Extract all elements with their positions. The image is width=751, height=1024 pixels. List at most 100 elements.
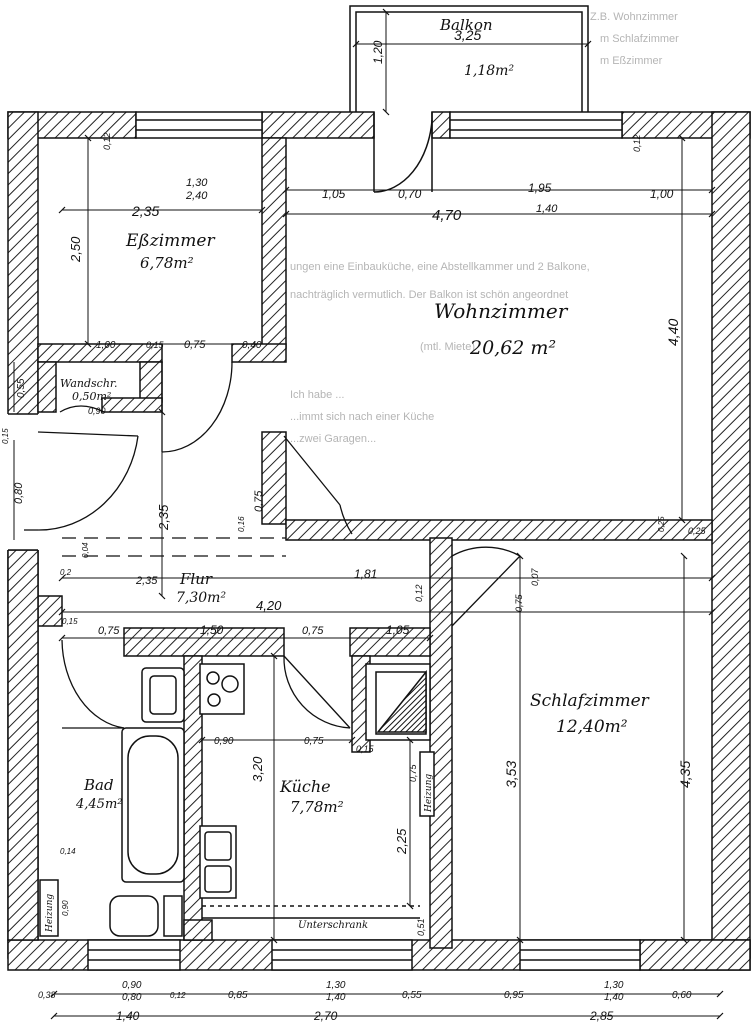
bg-note: (mtl. Miete) (420, 341, 475, 353)
dimension-labels: 3,25 1,20 0,12 0,12 1,30 2,40 2,35 2,50 … (1, 27, 707, 1023)
dim: 0,12 (102, 132, 112, 150)
door-kueche (283, 655, 351, 729)
background-notes: Z.B. Wohnzimmer m Schlafzimmer m Eßzimme… (290, 11, 679, 445)
room-area-balkon: 1,18m² (464, 63, 514, 79)
dim: 1,20 (371, 40, 385, 64)
dim: 1,40 (604, 992, 624, 1003)
dim: 3,53 (503, 761, 519, 788)
wall (261, 111, 375, 139)
dim: 0,60 (672, 990, 692, 1001)
dimension-lines (13, 8, 724, 1020)
window-wohnzimmer (449, 111, 623, 139)
toilet (109, 895, 159, 937)
room-area-kueche: 7,78m² (290, 798, 344, 816)
dim: 3,25 (454, 27, 481, 43)
fixtures (39, 663, 435, 937)
label-unterschrank: Unterschrank (298, 920, 368, 931)
room-area-flur: 7,30m² (176, 590, 226, 606)
room-name-wohnzimmer: Wohnzimmer (434, 299, 569, 323)
dim: 1,30 (604, 980, 624, 991)
window-kueche (271, 939, 413, 971)
dim: 0,95 (504, 990, 524, 1001)
dim: 0,12 (632, 134, 642, 152)
dim: 1,30 (186, 177, 208, 189)
window-schlafzimmer (519, 939, 641, 971)
room-area-bad: 4,45m² (75, 797, 122, 812)
window-bad (87, 939, 181, 971)
stove (199, 663, 245, 715)
dim: 0,15 (146, 340, 165, 350)
wall (261, 431, 287, 525)
dim: 1,05 (386, 623, 410, 637)
dim: 0,38 (38, 990, 56, 1000)
wall (139, 361, 163, 403)
bg-note: m Schlafzimmer (600, 33, 679, 45)
door-entrance (37, 431, 139, 437)
dim: 0,90 (214, 736, 234, 747)
wall (429, 537, 453, 949)
dim: 0,07 (530, 567, 540, 586)
bg-note: ...immt sich nach einer Küche (290, 411, 434, 423)
dim: 0,80 (122, 992, 142, 1003)
dim: 0,51 (416, 918, 426, 936)
dim: 1,95 (528, 181, 552, 195)
door-wandschrank (59, 405, 105, 413)
dim: 2,35 (135, 575, 158, 587)
wall (183, 919, 213, 941)
entrance-opening (6, 414, 40, 550)
wall (7, 549, 39, 941)
wall (37, 595, 63, 627)
dim: 0,25 (688, 526, 707, 536)
wall (349, 627, 431, 657)
walls (7, 111, 751, 971)
room-labels: Balkon 1,18m² Eßzimmer 6,78m² Wohnzimmer… (45, 16, 650, 933)
dim: 2,85 (589, 1009, 614, 1023)
heater-bad (39, 879, 59, 937)
dim: 3,20 (250, 756, 265, 782)
dim: 0,75 (514, 593, 524, 612)
dim: 2,35 (156, 504, 171, 531)
dim: 1,05 (322, 187, 346, 201)
room-area-esszimmer: 6,78m² (140, 254, 194, 272)
dim: 0,90 (122, 980, 142, 991)
dim: 0,14 (60, 847, 76, 856)
dim: 1,40 (116, 1009, 140, 1023)
dim: 2,35 (131, 203, 159, 219)
dim: 0,80 (13, 482, 25, 504)
door-wohnzimmer (283, 435, 341, 506)
room-name-flur: Flur (179, 570, 213, 588)
bg-note: Z.B. Wohnzimmer (590, 11, 678, 23)
room-name-balkon: Balkon (439, 16, 493, 34)
room-area-schlafzimmer: 12,40m² (556, 717, 628, 737)
dim: 0,15 (1, 428, 10, 444)
dim: 0,15 (62, 617, 78, 626)
dim: 0,75 (408, 763, 418, 782)
label-heizung-kueche: Heizung (424, 774, 434, 813)
room-name-bad: Bad (83, 776, 114, 794)
doors (24, 361, 521, 729)
room-area-wohnzimmer: 20,62 m² (469, 337, 556, 359)
dim: 1,00 (650, 187, 674, 201)
dim: 0,75 (302, 625, 324, 637)
dim: 0,85 (228, 990, 248, 1001)
dim: 0,75 (184, 339, 206, 351)
dim: 2,25 (394, 828, 409, 855)
wall (285, 519, 713, 541)
wall (261, 137, 287, 349)
dim: 0,70 (398, 187, 422, 201)
dim: 0,75 (98, 625, 120, 637)
dim: 0,12 (170, 991, 186, 1000)
dim: 0,90 (61, 900, 70, 916)
wall (37, 361, 57, 413)
flur-dashed (62, 537, 286, 557)
dim: 0,75 (304, 736, 324, 747)
room-name-schlafzimmer: Schlafzimmer (530, 691, 650, 711)
bg-note: ungen eine Einbauküche, eine Abstellkamm… (290, 261, 590, 273)
dim: 0,15 (356, 744, 375, 754)
dim: 2,40 (185, 190, 208, 202)
bg-note: m Eßzimmer (600, 55, 663, 67)
dim: 4,35 (677, 761, 693, 788)
windows (87, 111, 641, 971)
bg-note: ...zwei Garagen... (290, 433, 376, 445)
bg-note: nachträglich vermutlich. Der Balkon ist … (290, 289, 568, 301)
